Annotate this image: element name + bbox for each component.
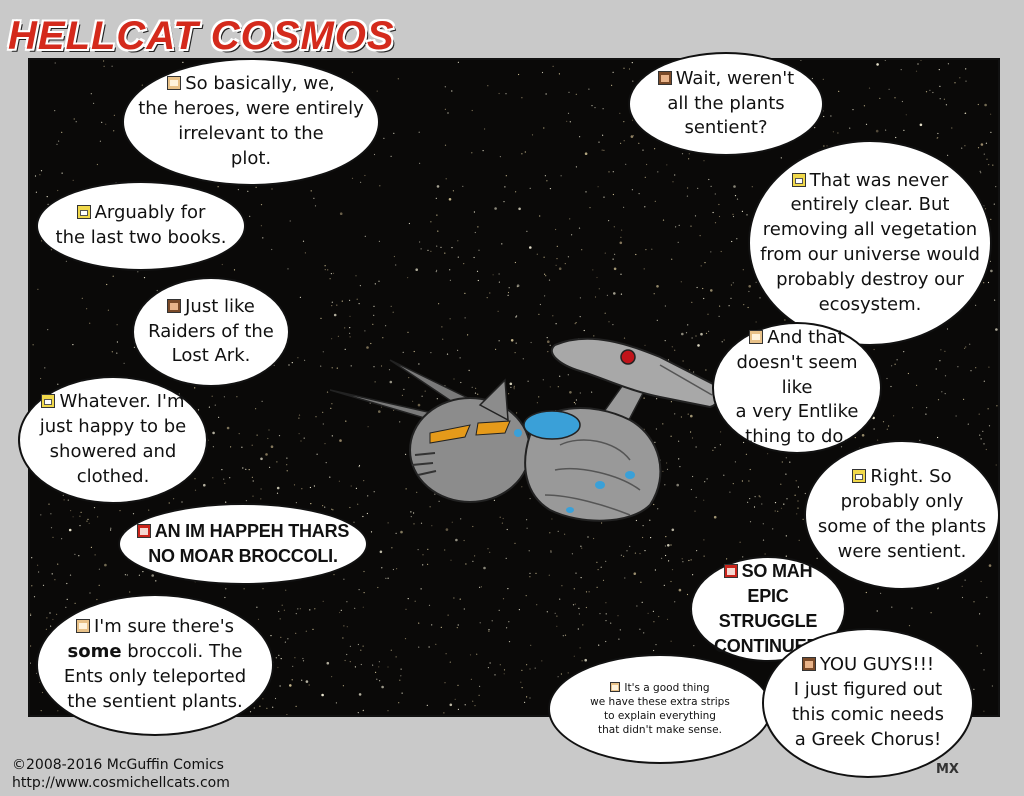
brown-character-icon — [657, 70, 672, 85]
tan-character-icon — [75, 619, 90, 634]
speech-bubble-1: So basically, we,the heroes, were entire… — [122, 58, 380, 186]
yellow-character-icon — [76, 205, 91, 220]
yellow-character-icon — [791, 172, 806, 187]
brown-character-icon — [167, 298, 182, 313]
artist-signature: MX — [936, 762, 959, 777]
red-cat-icon — [723, 564, 738, 579]
brown-character-icon — [801, 657, 816, 672]
yellow-character-icon — [852, 469, 867, 484]
site-link[interactable]: http://www.cosmichellcats.com — [12, 775, 230, 791]
tan-character-icon — [167, 76, 182, 91]
comic-title: HELLCAT COSMOS — [8, 14, 395, 58]
copyright-notice: ©2008-2016 McGuffin Comics http://www.co… — [12, 757, 230, 791]
yellow-character-icon — [41, 394, 56, 409]
spaceship — [330, 337, 720, 522]
tan-character-icon — [610, 681, 621, 692]
tan-character-icon — [749, 329, 764, 344]
red-cat-icon — [136, 524, 151, 539]
